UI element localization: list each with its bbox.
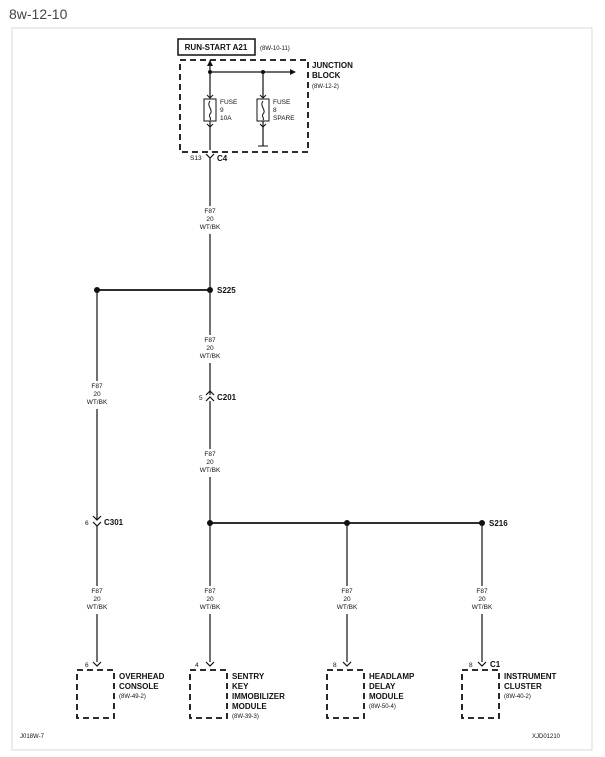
junction-block-box bbox=[179, 59, 309, 153]
wire8-gauge: 20 bbox=[478, 596, 486, 603]
run-start-label: RUN-START A21 bbox=[185, 43, 248, 52]
wire3-color: WT/BK bbox=[87, 604, 108, 611]
overhead-console-ref: (8W-49-2) bbox=[119, 694, 146, 700]
fuse9-symbol bbox=[203, 94, 217, 150]
fuse9-line3: 10A bbox=[220, 115, 232, 122]
wire3-circuit: F87 bbox=[91, 588, 103, 595]
sentry-pin: 4 bbox=[195, 662, 199, 669]
wire1-circuit: F87 bbox=[204, 208, 216, 215]
cluster-conn: C1 bbox=[490, 660, 501, 669]
page-title: 8w-12-10 bbox=[9, 6, 68, 22]
wire2-gauge: 20 bbox=[93, 391, 101, 398]
wire5-color: WT/BK bbox=[200, 467, 221, 474]
fuse8-line1: FUSE bbox=[273, 99, 291, 106]
wire3-gauge: 20 bbox=[93, 596, 101, 603]
c4-connector bbox=[205, 153, 215, 159]
sentry-line1: SENTRY bbox=[232, 672, 265, 681]
wire2-color: WT/BK bbox=[87, 399, 108, 406]
wire7-circuit: F87 bbox=[341, 588, 353, 595]
c4-name: C4 bbox=[217, 154, 228, 163]
wire6-gauge: 20 bbox=[206, 596, 214, 603]
wire8-color: WT/BK bbox=[472, 604, 493, 611]
headlamp-line1: HEADLAMP bbox=[369, 672, 415, 681]
wire4-color: WT/BK bbox=[200, 353, 221, 360]
sentry-line2: KEY bbox=[232, 682, 249, 691]
cluster-ref: (8W-40-2) bbox=[504, 694, 531, 700]
wire4-gauge: 20 bbox=[206, 345, 214, 352]
sentry-line3: IMMOBILIZER bbox=[232, 692, 285, 701]
c201-pin: 5 bbox=[199, 395, 203, 402]
wire1-gauge: 20 bbox=[206, 216, 214, 223]
wire7-color: WT/BK bbox=[337, 604, 358, 611]
headlamp-ref: (8W-50-4) bbox=[369, 704, 396, 710]
headlamp-box bbox=[326, 669, 365, 719]
headlamp-line2: DELAY bbox=[369, 682, 396, 691]
wire2-circuit: F87 bbox=[91, 383, 103, 390]
fuse9-line2: 9 bbox=[220, 107, 224, 114]
sentry-box bbox=[189, 669, 228, 719]
wire5-circuit: F87 bbox=[204, 451, 216, 458]
wire8-circuit: F87 bbox=[476, 588, 488, 595]
overhead-console-pin-mark bbox=[92, 661, 102, 667]
cluster-line2: CLUSTER bbox=[504, 682, 542, 691]
wire4-circuit: F87 bbox=[204, 337, 216, 344]
bus-arrow bbox=[290, 69, 296, 75]
overhead-console-box bbox=[76, 669, 115, 719]
c201-connector bbox=[205, 390, 215, 402]
wire6-circuit: F87 bbox=[204, 588, 216, 595]
overhead-console-pin: 6 bbox=[85, 662, 89, 669]
fuse8-symbol bbox=[256, 94, 270, 147]
fuse9-line1: FUSE bbox=[220, 99, 238, 106]
cluster-line1: INSTRUMENT bbox=[504, 672, 557, 681]
sentry-pin-mark bbox=[205, 661, 215, 667]
diagram-frame bbox=[11, 27, 593, 751]
c301-pin: 6 bbox=[85, 520, 89, 527]
sentry-ref: (8W-39-3) bbox=[232, 714, 259, 720]
s225-label: S225 bbox=[217, 286, 236, 295]
overhead-console-line1: OVERHEAD bbox=[119, 672, 165, 681]
fuse8-line2: 8 bbox=[273, 107, 277, 114]
junction-block-line1: JUNCTION bbox=[312, 61, 353, 70]
c201-name: C201 bbox=[217, 393, 237, 402]
headlamp-pin-mark bbox=[342, 661, 352, 667]
headlamp-pin: 8 bbox=[333, 662, 337, 669]
cluster-pin: 8 bbox=[469, 662, 473, 669]
wire5-gauge: 20 bbox=[206, 459, 214, 466]
footer-right-code: XJD01210 bbox=[532, 734, 561, 740]
wire1-color: WT/BK bbox=[200, 224, 221, 231]
wire6-color: WT/BK bbox=[200, 604, 221, 611]
headlamp-line3: MODULE bbox=[369, 692, 404, 701]
junction-block-ref: (8W-12-2) bbox=[312, 84, 339, 90]
sentry-line4: MODULE bbox=[232, 702, 267, 711]
run-start-ref: (8W-10-11) bbox=[260, 46, 290, 52]
junction-block-line2: BLOCK bbox=[312, 71, 341, 80]
wire7-gauge: 20 bbox=[343, 596, 351, 603]
c4-pin: S13 bbox=[190, 155, 202, 162]
cluster-box bbox=[461, 669, 500, 719]
s216-label: S216 bbox=[489, 519, 508, 528]
c301-name: C301 bbox=[104, 518, 124, 527]
overhead-console-line2: CONSOLE bbox=[119, 682, 159, 691]
cluster-pin-mark bbox=[477, 661, 487, 667]
fuse8-line3: SPARE bbox=[273, 115, 295, 122]
run-start-box bbox=[177, 38, 256, 56]
footer-left-code: J018W-7 bbox=[20, 734, 45, 740]
